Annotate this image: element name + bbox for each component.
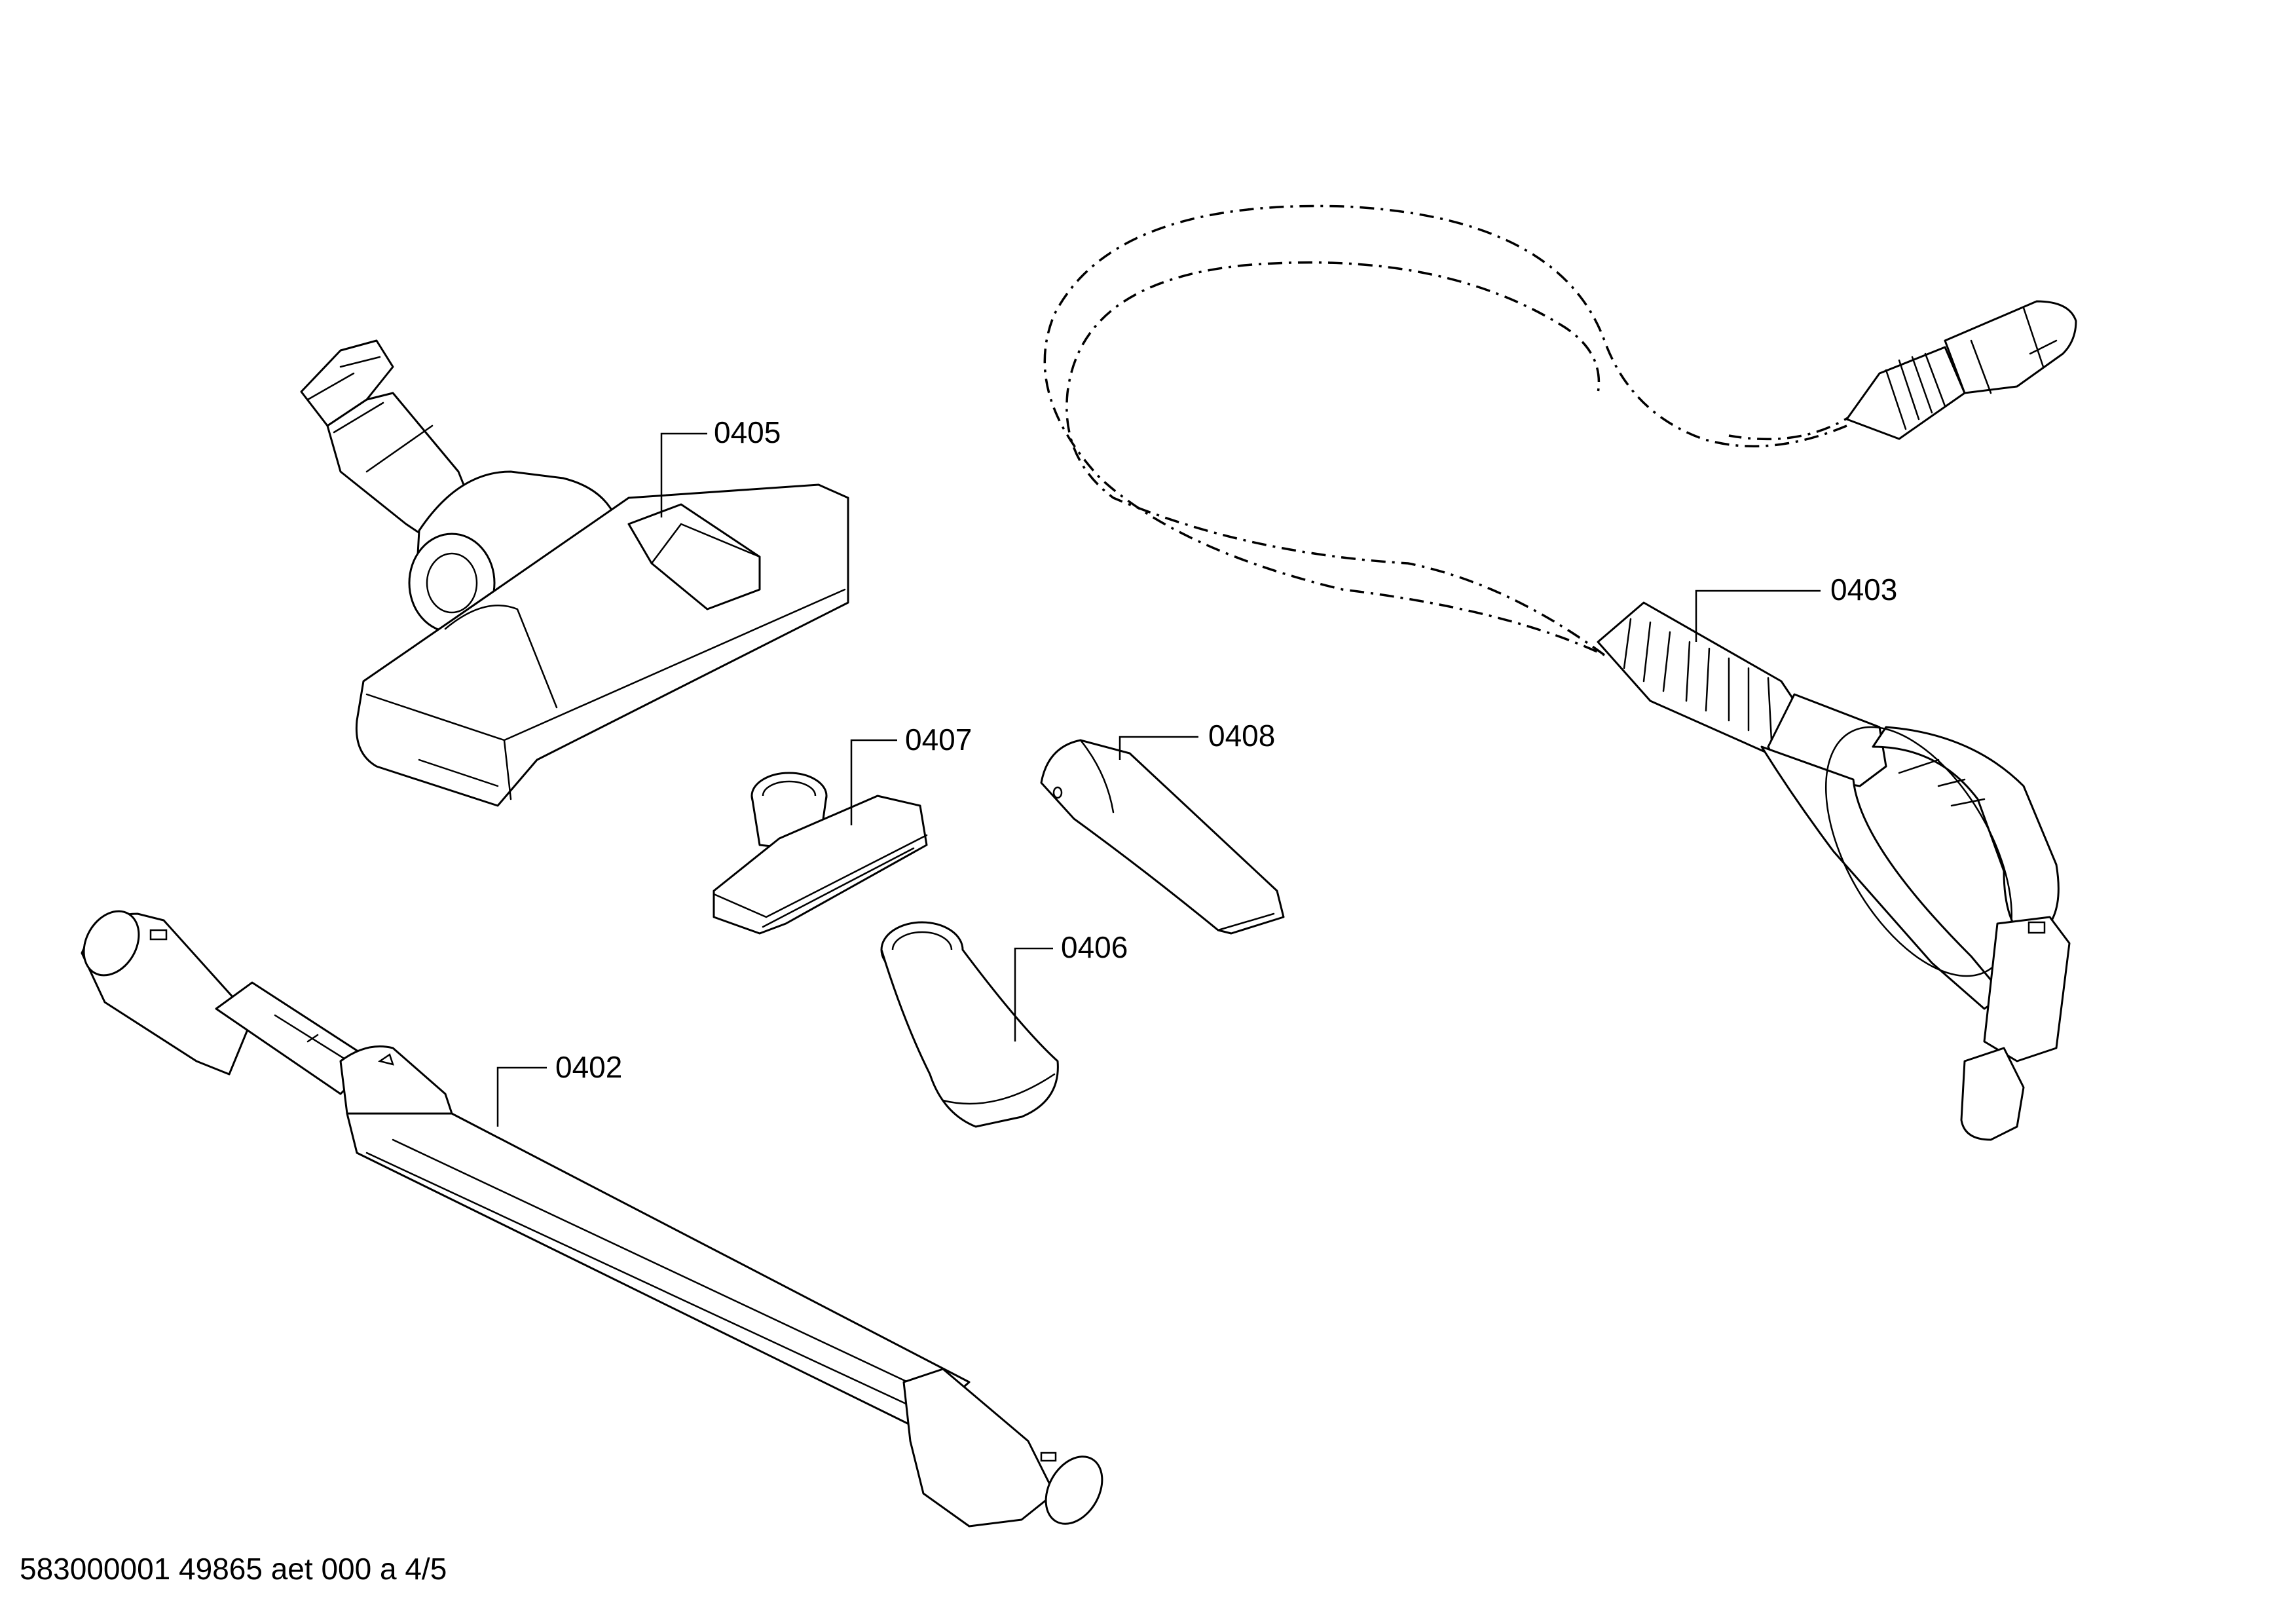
callout-0405: 0405 [714, 415, 781, 449]
part-0407-upholstery-nozzle [713, 772, 928, 935]
leader-0408 [1119, 736, 1198, 760]
leader-0405 [660, 432, 707, 517]
part-0402-telescopic-tube [81, 910, 1103, 1528]
leader-0406 [1014, 947, 1053, 1042]
callout-0407: 0407 [905, 723, 972, 757]
part-0408-crevice-nozzle [1040, 739, 1285, 935]
callout-0402: 0402 [555, 1050, 622, 1084]
callout-0406: 0406 [1061, 930, 1128, 964]
part-0405-floor-nozzle [300, 339, 849, 807]
part-0406-dusting-nozzle [880, 921, 1059, 1128]
callout-0403: 0403 [1830, 572, 1897, 607]
callout-0408: 0408 [1208, 719, 1275, 753]
part-0403-hose-assembly [1043, 204, 2077, 1141]
document-id-footer: 583000001 49865 aet 000 a 4/5 [20, 1552, 447, 1586]
leader-0407 [850, 739, 897, 825]
leader-0402 [496, 1066, 547, 1127]
leader-0403 [1695, 590, 1821, 642]
